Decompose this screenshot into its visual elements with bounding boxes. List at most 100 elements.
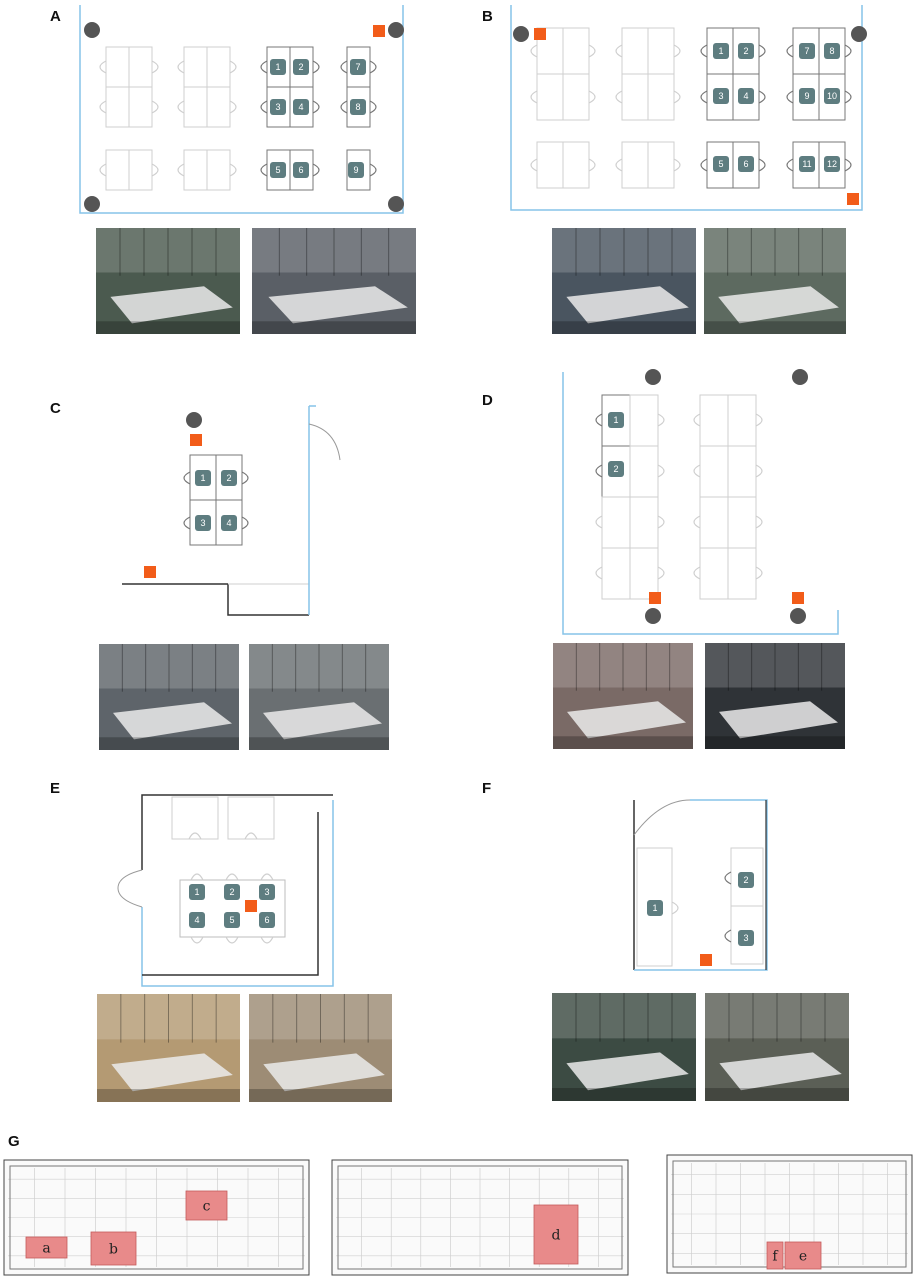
occupant-seat: 6 bbox=[738, 156, 754, 172]
chair-icon bbox=[183, 471, 191, 485]
desk bbox=[621, 73, 649, 121]
sensor-square-icon bbox=[373, 25, 385, 37]
chair-icon bbox=[260, 936, 274, 944]
desk bbox=[562, 27, 590, 75]
seat-marker-icon bbox=[293, 162, 309, 178]
wall-line bbox=[141, 800, 334, 987]
chair-icon bbox=[260, 163, 268, 177]
seat-marker-icon bbox=[293, 59, 309, 75]
desk bbox=[629, 496, 659, 549]
device-circle-icon bbox=[851, 26, 867, 42]
chair-icon bbox=[588, 158, 596, 172]
seat-marker-icon bbox=[738, 43, 754, 59]
seat-marker-icon bbox=[713, 88, 729, 104]
seat-number: 4 bbox=[298, 102, 303, 112]
chair-icon bbox=[229, 60, 237, 74]
occupant-seat: 1 bbox=[195, 470, 211, 486]
desk bbox=[647, 73, 675, 121]
occupant-seat: 3 bbox=[270, 99, 286, 115]
chair-icon bbox=[177, 60, 185, 74]
photo-table bbox=[110, 286, 233, 324]
wall-dark bbox=[142, 812, 319, 976]
seat-number: 2 bbox=[298, 62, 303, 72]
photo-floor bbox=[553, 736, 693, 749]
chair-icon bbox=[615, 158, 623, 172]
desk bbox=[647, 141, 675, 189]
occupant-seat: 1 bbox=[189, 884, 205, 900]
seat-marker-icon bbox=[270, 99, 286, 115]
chair-icon bbox=[786, 158, 794, 172]
chair-icon bbox=[151, 60, 159, 74]
chair-icon bbox=[657, 464, 665, 478]
chair-icon bbox=[786, 44, 794, 58]
photo-floor bbox=[704, 321, 846, 334]
chair-icon bbox=[260, 873, 274, 881]
seat-marker-icon bbox=[824, 43, 840, 59]
occupant-seat: 7 bbox=[799, 43, 815, 59]
seat-marker-icon bbox=[608, 461, 624, 477]
seat-number: 8 bbox=[829, 46, 834, 56]
desk bbox=[128, 149, 153, 191]
desk bbox=[183, 149, 208, 191]
photo-floor bbox=[552, 321, 696, 334]
panel-label-a: A bbox=[50, 8, 61, 25]
chair-icon bbox=[758, 44, 766, 58]
chair-icon bbox=[369, 100, 377, 114]
desk bbox=[601, 496, 631, 549]
wall-line bbox=[562, 372, 839, 635]
occupant-seat: 3 bbox=[195, 515, 211, 531]
chair-icon bbox=[693, 566, 701, 580]
photo-floor bbox=[249, 1089, 392, 1102]
wall-line bbox=[79, 5, 404, 214]
occupant-seat: 1 bbox=[608, 412, 624, 428]
area-label: b bbox=[109, 1242, 118, 1258]
seat-number: 1 bbox=[200, 473, 205, 483]
seat-number: 1 bbox=[275, 62, 280, 72]
occupant-seat: 6 bbox=[259, 912, 275, 928]
seat-number: 4 bbox=[743, 91, 748, 101]
seat-number: 9 bbox=[353, 165, 358, 175]
seat-number: 2 bbox=[743, 875, 748, 885]
door-swing bbox=[633, 799, 691, 836]
device-circle-icon bbox=[388, 22, 404, 38]
chair-icon bbox=[755, 566, 763, 580]
photo-window-band bbox=[252, 228, 416, 273]
area-label: d bbox=[552, 1228, 561, 1244]
desk bbox=[727, 445, 757, 498]
chair-icon bbox=[99, 163, 107, 177]
seat-marker-icon bbox=[270, 59, 286, 75]
photo-b-1 bbox=[552, 228, 696, 334]
chair-icon bbox=[786, 90, 794, 104]
chair-icon bbox=[190, 936, 204, 944]
area-label: e bbox=[799, 1249, 807, 1265]
seat-marker-icon bbox=[799, 156, 815, 172]
occupant-seat: 2 bbox=[221, 470, 237, 486]
desk bbox=[562, 141, 590, 189]
occupant-seat: 2 bbox=[738, 43, 754, 59]
photo-table bbox=[719, 701, 838, 739]
occupant-seat: 4 bbox=[738, 88, 754, 104]
chair-icon bbox=[241, 471, 249, 485]
seat-number: 3 bbox=[275, 102, 280, 112]
photo-table bbox=[113, 702, 232, 740]
photo-table bbox=[567, 701, 686, 739]
seat-marker-icon bbox=[738, 930, 754, 946]
seat-marker-icon bbox=[259, 912, 275, 928]
seat-marker-icon bbox=[647, 900, 663, 916]
seat-number: 3 bbox=[200, 518, 205, 528]
occupant-seat: 7 bbox=[350, 59, 366, 75]
chair-icon bbox=[693, 413, 701, 427]
desk bbox=[206, 46, 231, 88]
photo-table bbox=[263, 702, 382, 740]
chair-icon bbox=[844, 158, 852, 172]
chair-icon bbox=[595, 515, 603, 529]
seat-number: 6 bbox=[743, 159, 748, 169]
occupant-seat: 4 bbox=[189, 912, 205, 928]
panel-label-c: C bbox=[50, 400, 61, 417]
desk bbox=[629, 445, 659, 498]
seat-number: 9 bbox=[804, 91, 809, 101]
occupant-seat: 8 bbox=[350, 99, 366, 115]
chair-icon bbox=[229, 100, 237, 114]
desk bbox=[699, 394, 729, 447]
